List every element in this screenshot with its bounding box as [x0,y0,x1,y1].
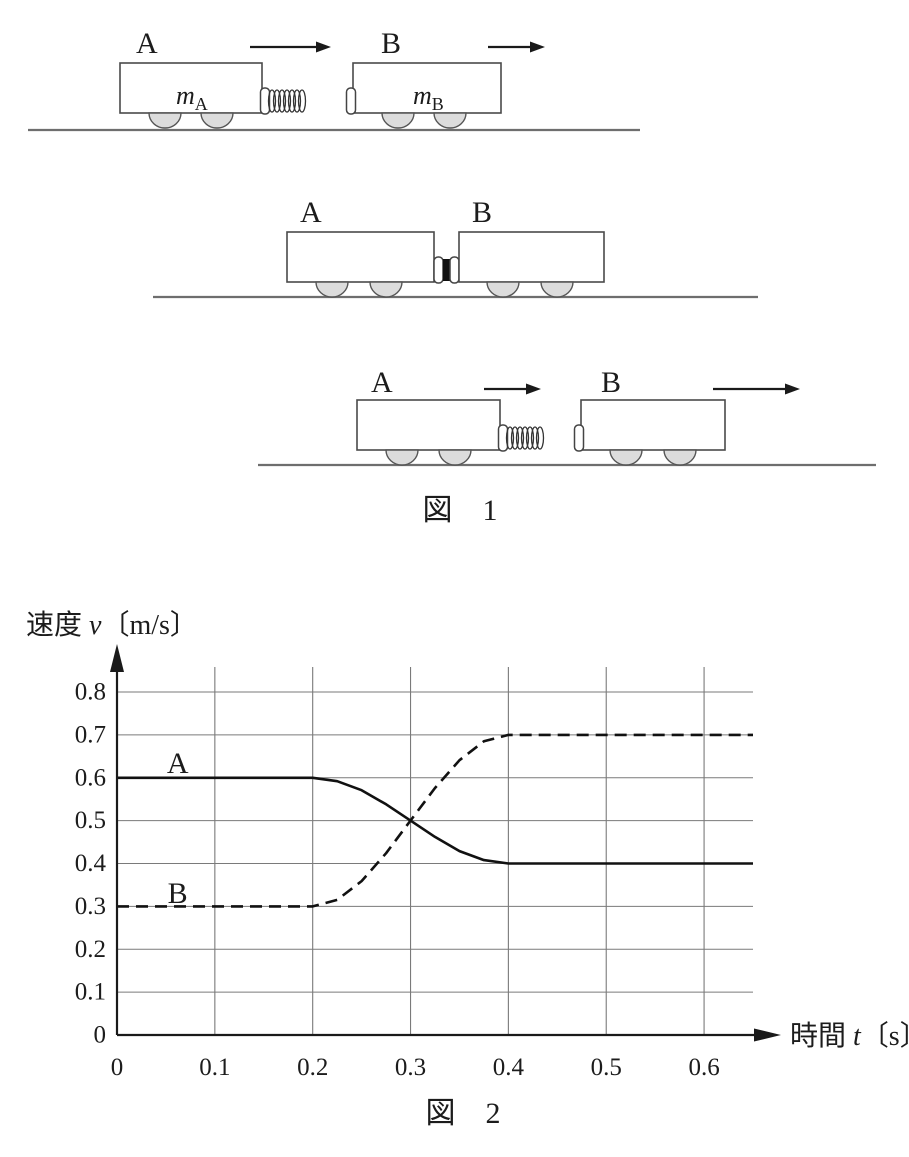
x-tick-label: 0 [111,1054,124,1081]
y-axis-arrow-icon [110,644,124,672]
y-tick-label: 0.6 [75,764,106,791]
cart-b-body [580,399,726,451]
series-label-a: A [167,747,189,780]
figure2-caption: 図 2 [426,1097,501,1130]
cart-b-label: B [381,27,401,60]
figure1-cart-diagram: A mA B mB [28,27,876,527]
x-tick-label: 0.2 [297,1054,328,1081]
cart-a: A mA [119,27,307,129]
x-tick-label: 0.6 [688,1054,719,1081]
figure2-velocity-graph: AB 速度v〔m/s〕 時間t〔s〕 00.10.20.30.40.50.60.… [26,609,909,1130]
spring-icon [267,89,307,113]
series-b-curve [117,733,753,908]
wheel [315,281,349,298]
y-tick-label: 0.4 [75,850,107,877]
cart-a-label: A [300,196,322,229]
cart-b-label: B [472,196,492,229]
cart-b: B [573,366,726,466]
wheel [385,449,419,466]
velocity-arrow-b-icon [713,383,800,395]
compressed-spring-icon [433,256,460,284]
row-before-collision: A mA B mB [28,27,640,132]
cart-b-body [352,62,502,114]
bumper-plate [573,424,585,452]
tick-labels-layer: 0 0.1 0.2 0.3 0.4 0.5 0.6 0.7 0.8 0 0.1 0.2 0.3 0.4 0.… [75,679,720,1082]
cart-a-label: A [136,27,158,60]
series-label-b: B [168,877,188,910]
cart-b: B [458,196,605,298]
cart-a-label: A [371,366,393,399]
wheel [438,449,472,466]
x-axis-title: 時間t〔s〕 [790,1020,909,1052]
wheel [486,281,520,298]
cart-a: A [286,196,435,298]
wheel [369,281,403,298]
figure1-caption: 図 1 [423,494,498,527]
wheel [200,112,234,129]
velocity-arrow-b-icon [488,41,545,53]
cart-b: B mB [345,27,502,129]
wheel [663,449,697,466]
cart-a-mass: mA [176,81,208,114]
x-axis-arrow-icon [754,1028,781,1042]
wheel [381,112,415,129]
bumper-plate [345,87,357,115]
row-after-collision: A B [258,366,876,467]
row-during-collision: A B [153,196,758,299]
wheel [433,112,467,129]
y-tick-label: 0.3 [75,893,106,920]
cart-a-body [286,231,435,283]
x-tick-label: 0.4 [493,1054,525,1081]
cart-a: A [356,366,545,466]
velocity-arrow-a-icon [250,41,331,53]
y-tick-label: 0.2 [75,936,106,963]
curves-layer [117,733,753,908]
wheel [609,449,643,466]
velocity-arrow-a-icon [484,383,541,395]
spring-icon [505,426,545,450]
y-tick-label: 0 [94,1022,107,1049]
x-tick-label: 0.1 [199,1054,230,1081]
y-tick-label: 0.5 [75,807,106,834]
cart-b-body [458,231,605,283]
wheel [540,281,574,298]
series-labels-layer: AB [167,747,189,910]
cart-a-body [356,399,501,451]
cart-b-mass: mB [413,81,444,114]
series-a-curve [117,776,753,865]
x-tick-label: 0.3 [395,1054,426,1081]
wheel [148,112,182,129]
grid-layer [117,667,753,1035]
y-tick-label: 0.1 [75,979,106,1006]
y-tick-label: 0.8 [75,679,106,706]
x-tick-label: 0.5 [591,1054,622,1081]
y-tick-label: 0.7 [75,721,106,748]
cart-b-label: B [601,366,621,399]
